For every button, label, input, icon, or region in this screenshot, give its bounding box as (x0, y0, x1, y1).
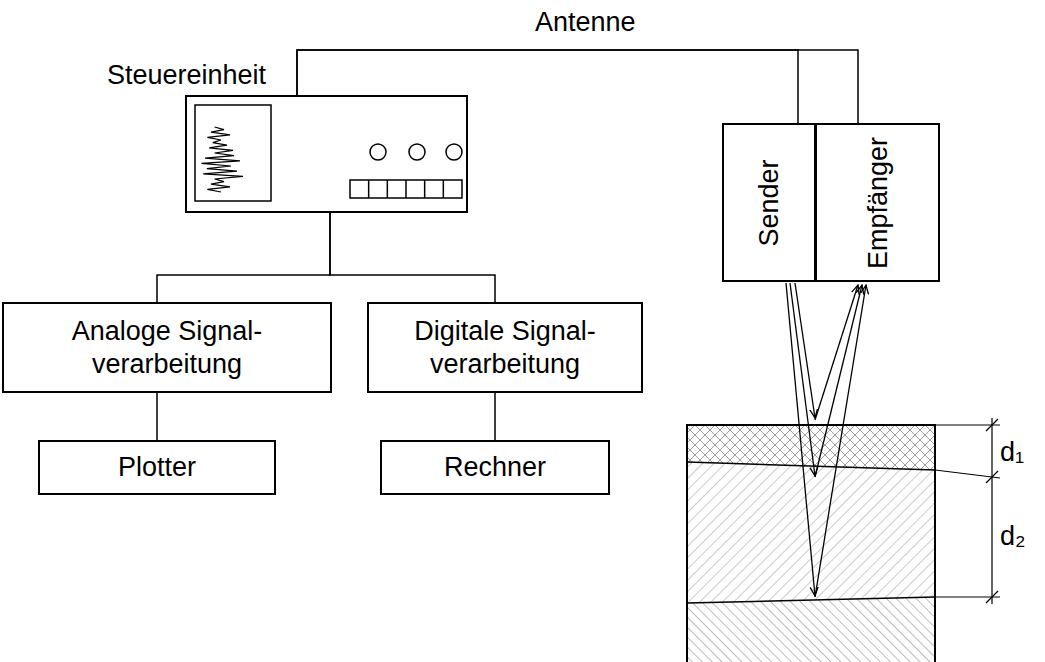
connector-line (494, 393, 496, 440)
process-box: Digitale Signal- verarbeitung (367, 302, 643, 393)
layer-boundary (687, 462, 935, 470)
dimension-label: d₁ (1000, 436, 1024, 468)
box-label: Analoge Signal- verarbeitung (4, 315, 330, 380)
receiver-box: Empfänger (815, 123, 940, 282)
control-unit: Steuereinheit (185, 95, 468, 213)
box-label: Plotter (118, 451, 196, 483)
dimension-lines (935, 418, 1000, 604)
control-panel-icon (187, 97, 466, 211)
connector-line (156, 393, 158, 440)
box-label: Sender (753, 159, 785, 246)
transmitter-box: Sender (722, 123, 816, 282)
process-box: Analoge Signal- verarbeitung (2, 302, 332, 393)
output-box: Plotter (38, 440, 276, 495)
layer-bottom (687, 597, 935, 662)
connector-line (330, 213, 495, 302)
box-label: Rechner (444, 451, 546, 483)
output-box: Rechner (380, 440, 610, 495)
dimension-label: d₂ (1000, 520, 1026, 552)
connector-line (157, 213, 330, 302)
ground-outline (687, 425, 935, 662)
antenna-label: Antenne (535, 6, 636, 38)
box-label: Empfänger (861, 136, 893, 268)
radar-rays (786, 283, 866, 597)
unit-heading: Steuereinheit (107, 59, 266, 91)
layer-middle (687, 462, 935, 603)
box-label: Digitale Signal- verarbeitung (369, 315, 641, 380)
layer-boundary (687, 597, 935, 603)
